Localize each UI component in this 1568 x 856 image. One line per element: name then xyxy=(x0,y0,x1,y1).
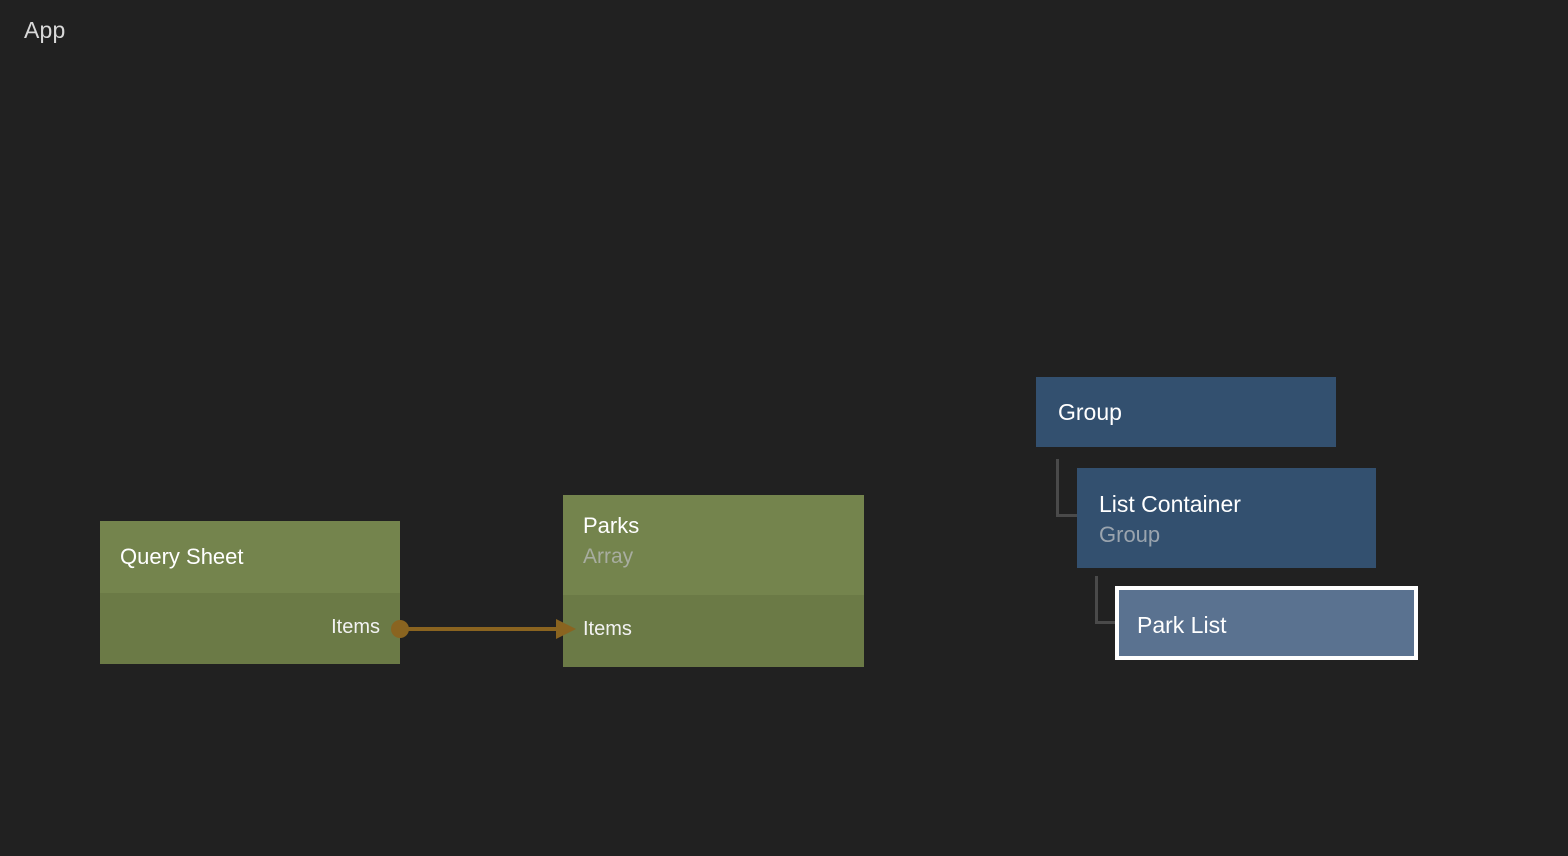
tree-node-title: Park List xyxy=(1137,612,1227,638)
node-body: Items xyxy=(100,593,400,664)
node-port-row-input[interactable]: Items xyxy=(563,616,864,642)
port-label: Items xyxy=(331,615,380,638)
tree-connector-group-to-list-container xyxy=(1056,459,1078,517)
node-body: Items xyxy=(563,595,864,667)
tree-node-list-container[interactable]: List Container Group xyxy=(1077,468,1376,568)
node-title: Parks xyxy=(583,513,640,538)
tree-connector-list-container-to-park-list xyxy=(1095,576,1115,624)
graph-edge-items-to-items[interactable] xyxy=(386,611,578,647)
page-title: App xyxy=(24,17,66,43)
node-port-row-output[interactable]: Items xyxy=(100,614,400,640)
tree-node-title: List Container xyxy=(1099,491,1241,517)
node-title: Query Sheet xyxy=(120,544,244,569)
node-subtitle: Array xyxy=(583,545,634,568)
graph-node-query-sheet[interactable]: Query Sheet Items xyxy=(100,521,400,664)
node-header: Query Sheet xyxy=(100,521,400,593)
tree-node-park-list[interactable]: Park List xyxy=(1115,586,1418,660)
node-header: Parks Array xyxy=(563,495,864,595)
tree-node-title: Group xyxy=(1058,399,1122,425)
graph-node-parks[interactable]: Parks Array Items xyxy=(563,495,864,667)
tree-node-group[interactable]: Group xyxy=(1036,377,1336,447)
port-label: Items xyxy=(583,617,632,640)
tree-node-subtitle: Group xyxy=(1099,522,1161,547)
